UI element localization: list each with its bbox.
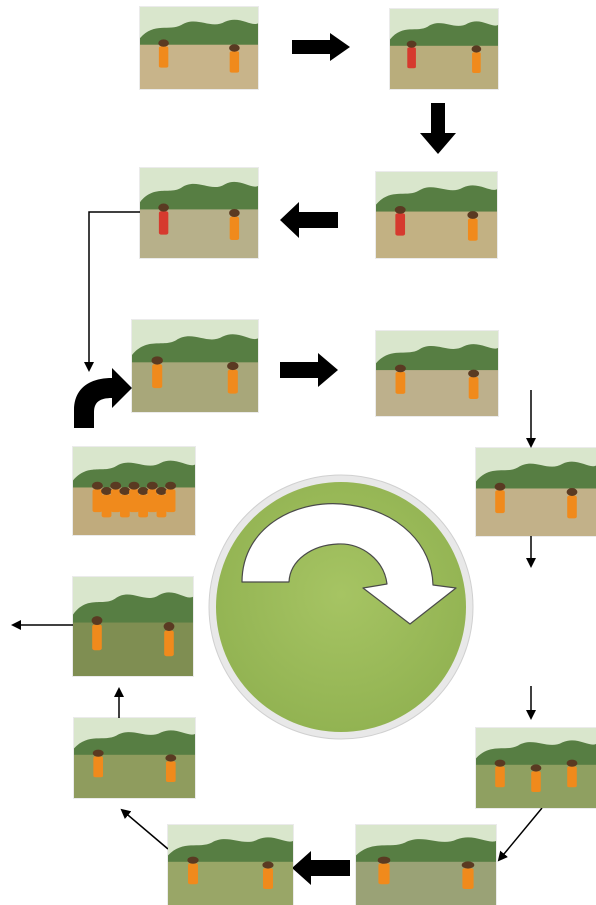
connector-diagonal-1 xyxy=(497,807,543,862)
photo-9 xyxy=(356,825,496,905)
photo-5 xyxy=(132,320,258,412)
photo-balance-beam xyxy=(132,320,258,412)
photo-circle-game xyxy=(476,448,596,536)
photo-12 xyxy=(73,577,193,676)
circular-arrow-icon xyxy=(241,503,457,625)
photo-10 xyxy=(168,825,293,905)
photo-13 xyxy=(73,447,195,535)
photo-measuring-height xyxy=(140,7,258,89)
photo-hopping xyxy=(376,331,498,416)
photo-stones xyxy=(356,825,496,905)
photo-ball-field xyxy=(476,728,596,808)
photo-4 xyxy=(140,168,258,258)
block-arrow-left-1 xyxy=(280,202,338,238)
photo-11 xyxy=(74,718,195,798)
connector-diagonal-2 xyxy=(120,808,169,850)
photo-teacher-child xyxy=(390,9,498,89)
photo-3 xyxy=(376,172,497,258)
photo-tunnel xyxy=(168,825,293,905)
photo-1 xyxy=(140,7,258,89)
photo-crawling-mats xyxy=(74,718,195,798)
connector-line-left xyxy=(84,211,140,372)
photo-teacher-child xyxy=(140,168,258,258)
block-arrow-right-1 xyxy=(292,33,350,61)
photo-climbing-fence xyxy=(73,577,193,676)
block-arrow-left-2 xyxy=(292,851,350,885)
block-arrow-right-2 xyxy=(280,353,338,387)
photo-8 xyxy=(476,728,596,808)
center-cycle-symbol xyxy=(208,474,474,740)
photo-teacher-child xyxy=(376,172,497,258)
curved-block-arrow xyxy=(74,368,132,428)
photo-7 xyxy=(476,448,596,536)
photo-2 xyxy=(390,9,498,89)
photo-group-line xyxy=(73,447,195,535)
photo-6 xyxy=(376,331,498,416)
block-arrow-down xyxy=(420,103,456,154)
